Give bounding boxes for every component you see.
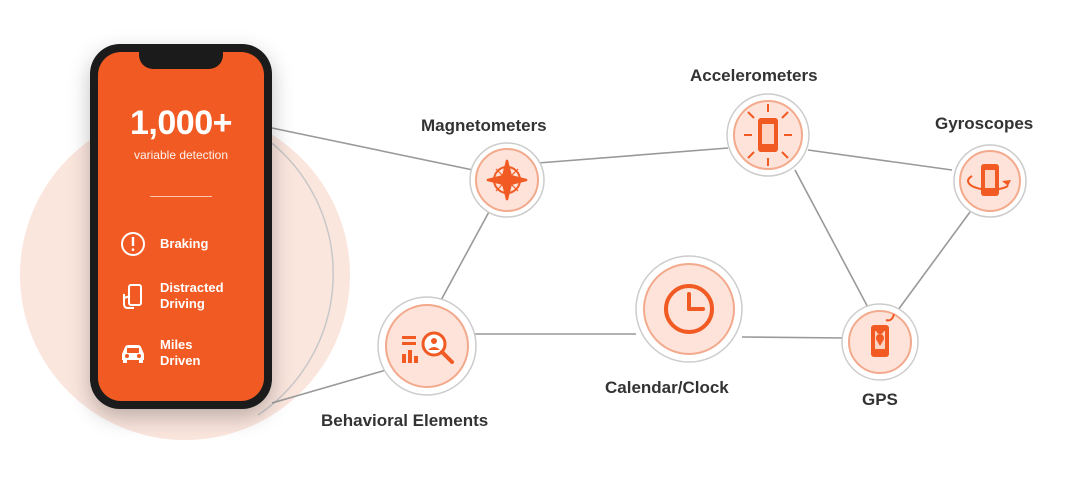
phone-screen: 1,000+ variable detection Braking (98, 52, 264, 401)
node-calendar-clock (635, 255, 743, 363)
compass-icon (486, 159, 528, 201)
edge-gyroscopes-gps (897, 211, 971, 311)
label-gyroscopes: Gyroscopes (935, 114, 1034, 133)
feature-distracted-driving: Distracted Driving (118, 280, 224, 312)
feature-miles-driven: Miles Driven (118, 337, 200, 369)
edge-phone-magnetometers (271, 127, 474, 171)
edge-accelerometers-gps (794, 169, 873, 316)
connections (271, 127, 971, 404)
feature-label: Distracted Driving (160, 280, 224, 311)
headline-stat: 1,000+ (130, 104, 232, 142)
phone-accelerometer-icon (744, 104, 792, 166)
label-calendar-clock: Calendar/Clock (605, 378, 729, 397)
chart-magnifier-icon (402, 331, 454, 364)
headline-caption: variable detection (133, 148, 229, 162)
feature-label: Miles Driven (160, 337, 201, 368)
node-accelerometers (726, 93, 810, 177)
alert-icon (118, 229, 148, 259)
node-magnetometers (469, 142, 545, 218)
phone-notch (139, 52, 223, 69)
clock-icon (664, 284, 714, 334)
screen-divider (150, 196, 212, 197)
edge-calendar-gps (741, 336, 847, 339)
feature-label: Braking (160, 236, 209, 251)
node-gps (841, 303, 919, 381)
car-icon (118, 338, 148, 368)
label-behavioral-elements: Behavioral Elements (321, 411, 489, 430)
phone-device: 1,000+ variable detection Braking (90, 44, 272, 409)
edge-magnetometers-behavioral (439, 209, 491, 303)
edge-magnetometers-accelerometers (537, 147, 729, 164)
node-gyroscopes (953, 144, 1027, 218)
phone-arc (257, 139, 334, 416)
node-behavioral-elements (377, 296, 477, 396)
label-magnetometers: Magnetometers (421, 116, 547, 135)
edge-accelerometers-gyroscopes (807, 149, 953, 171)
phone-gps-icon (871, 313, 895, 357)
label-gps: GPS (862, 390, 898, 409)
edge-phone-behavioral (271, 369, 387, 404)
phone-rotate-icon (967, 164, 1011, 196)
feature-braking: Braking (118, 229, 208, 259)
phone-hand-icon (118, 281, 148, 311)
label-accelerometers: Accelerometers (690, 66, 818, 85)
